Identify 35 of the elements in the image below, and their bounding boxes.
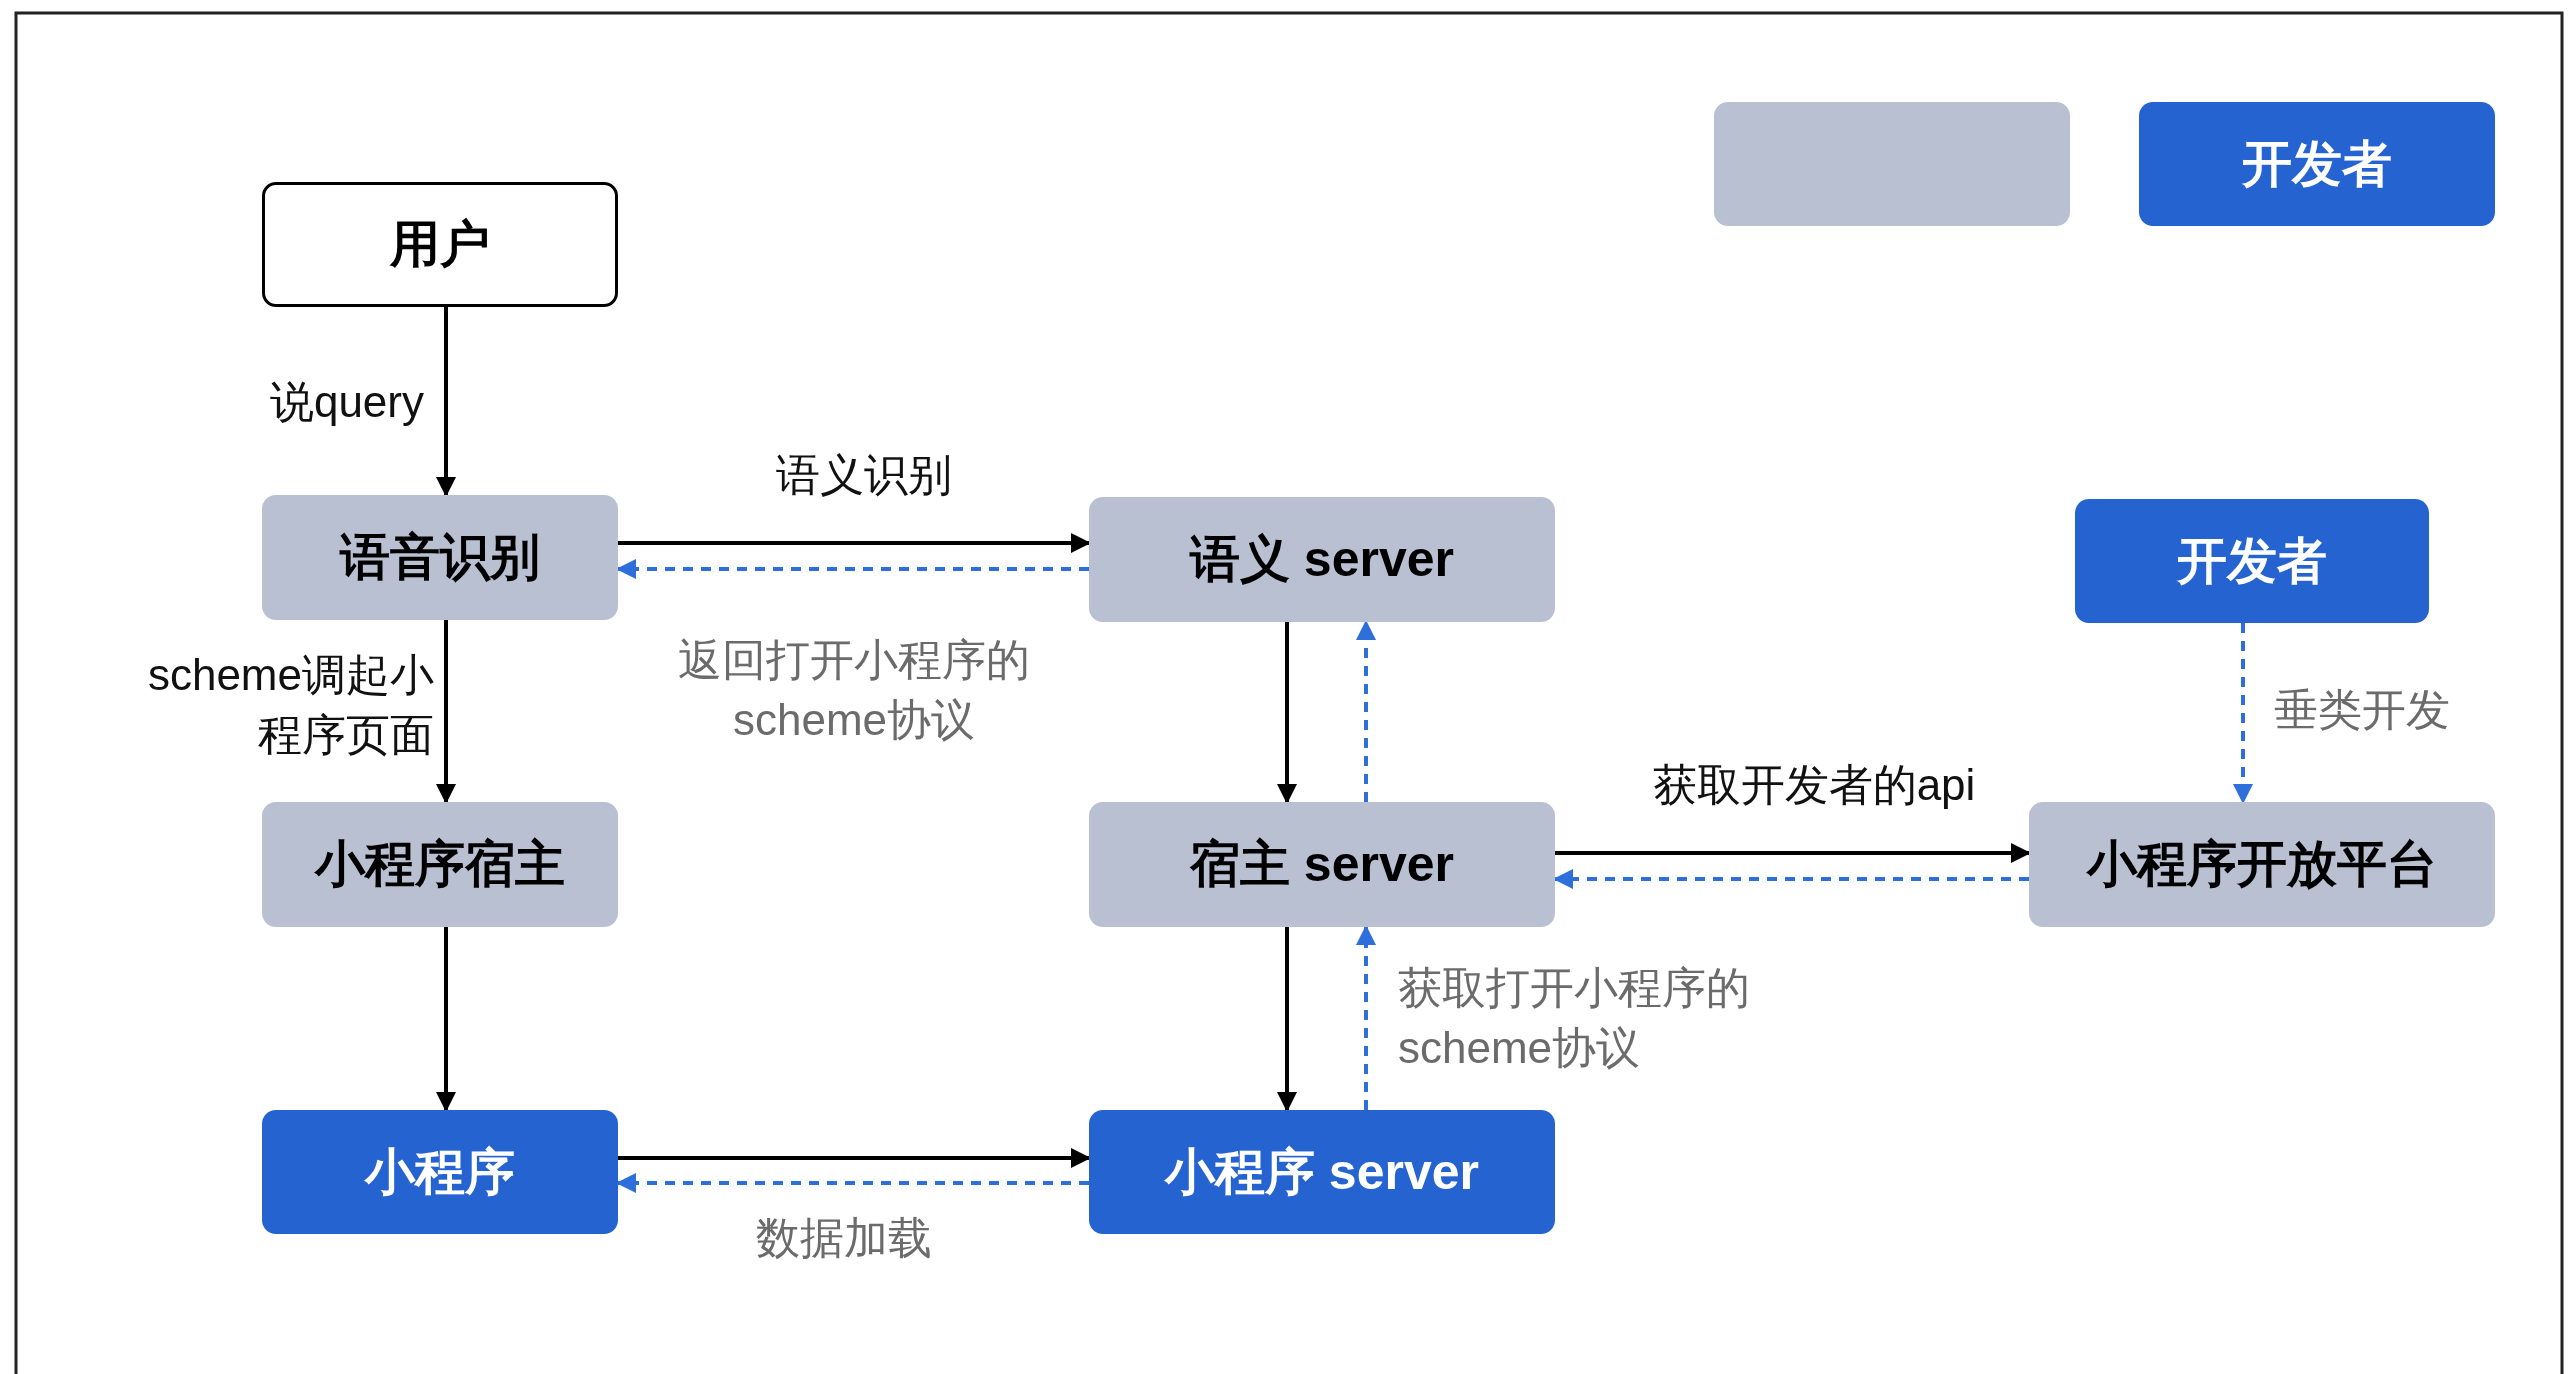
node-label: 语义 server xyxy=(1189,530,1454,589)
arrow xyxy=(1356,925,1376,1110)
arrow xyxy=(1277,622,1297,804)
node-label: 宿主 server xyxy=(1189,835,1454,894)
node-label: 小程序 xyxy=(365,1142,515,1202)
arrow xyxy=(616,559,1089,579)
arrow xyxy=(1356,620,1376,802)
arrow xyxy=(618,533,1091,553)
process-box xyxy=(2029,802,2495,927)
process-box xyxy=(262,182,618,307)
arrow xyxy=(1555,843,2031,863)
node-label: 小程序宿主 xyxy=(315,835,565,894)
node-label: 用户 xyxy=(390,215,490,274)
process-box xyxy=(1089,1110,1555,1234)
node-label: 小程序 server xyxy=(1164,1142,1479,1202)
legend-box xyxy=(2139,102,2495,226)
arrow xyxy=(2233,623,2253,804)
process-box xyxy=(262,802,618,927)
legend-box xyxy=(1714,102,2070,226)
process-box xyxy=(1089,802,1555,927)
node-label: 开发者 xyxy=(2242,134,2392,194)
arrow xyxy=(1553,869,2029,889)
process-box xyxy=(262,1110,618,1234)
arrow xyxy=(436,620,456,804)
arrow xyxy=(1277,927,1297,1112)
arrow xyxy=(436,307,456,497)
process-box xyxy=(262,495,618,620)
arrow xyxy=(436,927,456,1112)
arrow xyxy=(616,1173,1089,1193)
process-box xyxy=(1089,497,1555,622)
arrow xyxy=(618,1148,1091,1168)
node-label: 语音识别 xyxy=(340,528,540,587)
node-label: 小程序开放平台 xyxy=(2087,835,2437,894)
node-label: 开发者 xyxy=(2177,531,2327,591)
process-box xyxy=(2075,499,2429,623)
